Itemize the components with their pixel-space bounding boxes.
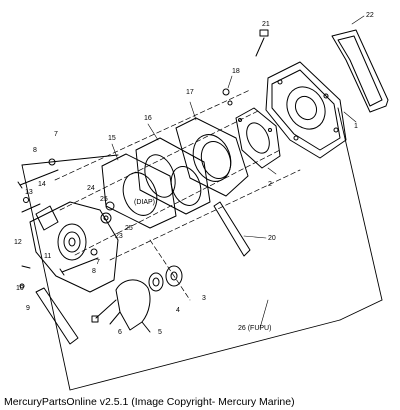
- diaphragm-plate-16: [135, 137, 211, 215]
- housing-17: [175, 117, 249, 197]
- label-2: 2: [268, 181, 272, 188]
- cap-5: [109, 279, 151, 333]
- label-7-top: 7: [54, 131, 58, 138]
- diaphragm-15: [101, 153, 177, 229]
- label-diap: (DIAP): [134, 199, 155, 206]
- gasket-2: [235, 107, 281, 169]
- label-14: 14: [38, 181, 46, 188]
- hose-9: [35, 287, 79, 345]
- label-13: 13: [25, 189, 33, 196]
- label-25: 25: [125, 225, 133, 232]
- pump-body: [29, 201, 119, 293]
- leader-lines: [111, 15, 365, 329]
- label-7-bottom: 7: [96, 259, 100, 266]
- label-5: 5: [158, 329, 162, 336]
- bolts: [17, 29, 269, 323]
- label-26: 26 (FUPU): [238, 325, 271, 332]
- label-8-bottom: 8: [92, 268, 96, 275]
- label-23: 23: [115, 233, 123, 240]
- label-1: 1: [354, 123, 358, 130]
- label-22: 22: [366, 12, 374, 19]
- label-15: 15: [108, 135, 116, 142]
- label-12: 12: [14, 239, 22, 246]
- label-10: 10: [16, 285, 24, 292]
- label-17: 17: [186, 89, 194, 96]
- label-24: 24: [87, 185, 95, 192]
- label-11: 11: [44, 253, 51, 260]
- washers-3-4: [148, 265, 183, 292]
- label-21: 21: [262, 21, 270, 28]
- label-20: 20: [268, 235, 276, 242]
- label-16: 16: [144, 115, 152, 122]
- label-4: 4: [176, 307, 180, 314]
- gasket-22: [331, 29, 389, 113]
- label-8-top: 8: [33, 147, 37, 154]
- label-6: 6: [118, 329, 122, 336]
- label-25-a: 25: [100, 196, 108, 203]
- hose-20: [213, 201, 251, 257]
- label-9: 9: [26, 305, 30, 312]
- copyright-caption: MercuryPartsOnline v2.5.1 (Image Copyrig…: [4, 396, 295, 408]
- label-3: 3: [202, 295, 206, 302]
- pump-cover-1: [265, 61, 347, 159]
- label-18: 18: [232, 68, 240, 75]
